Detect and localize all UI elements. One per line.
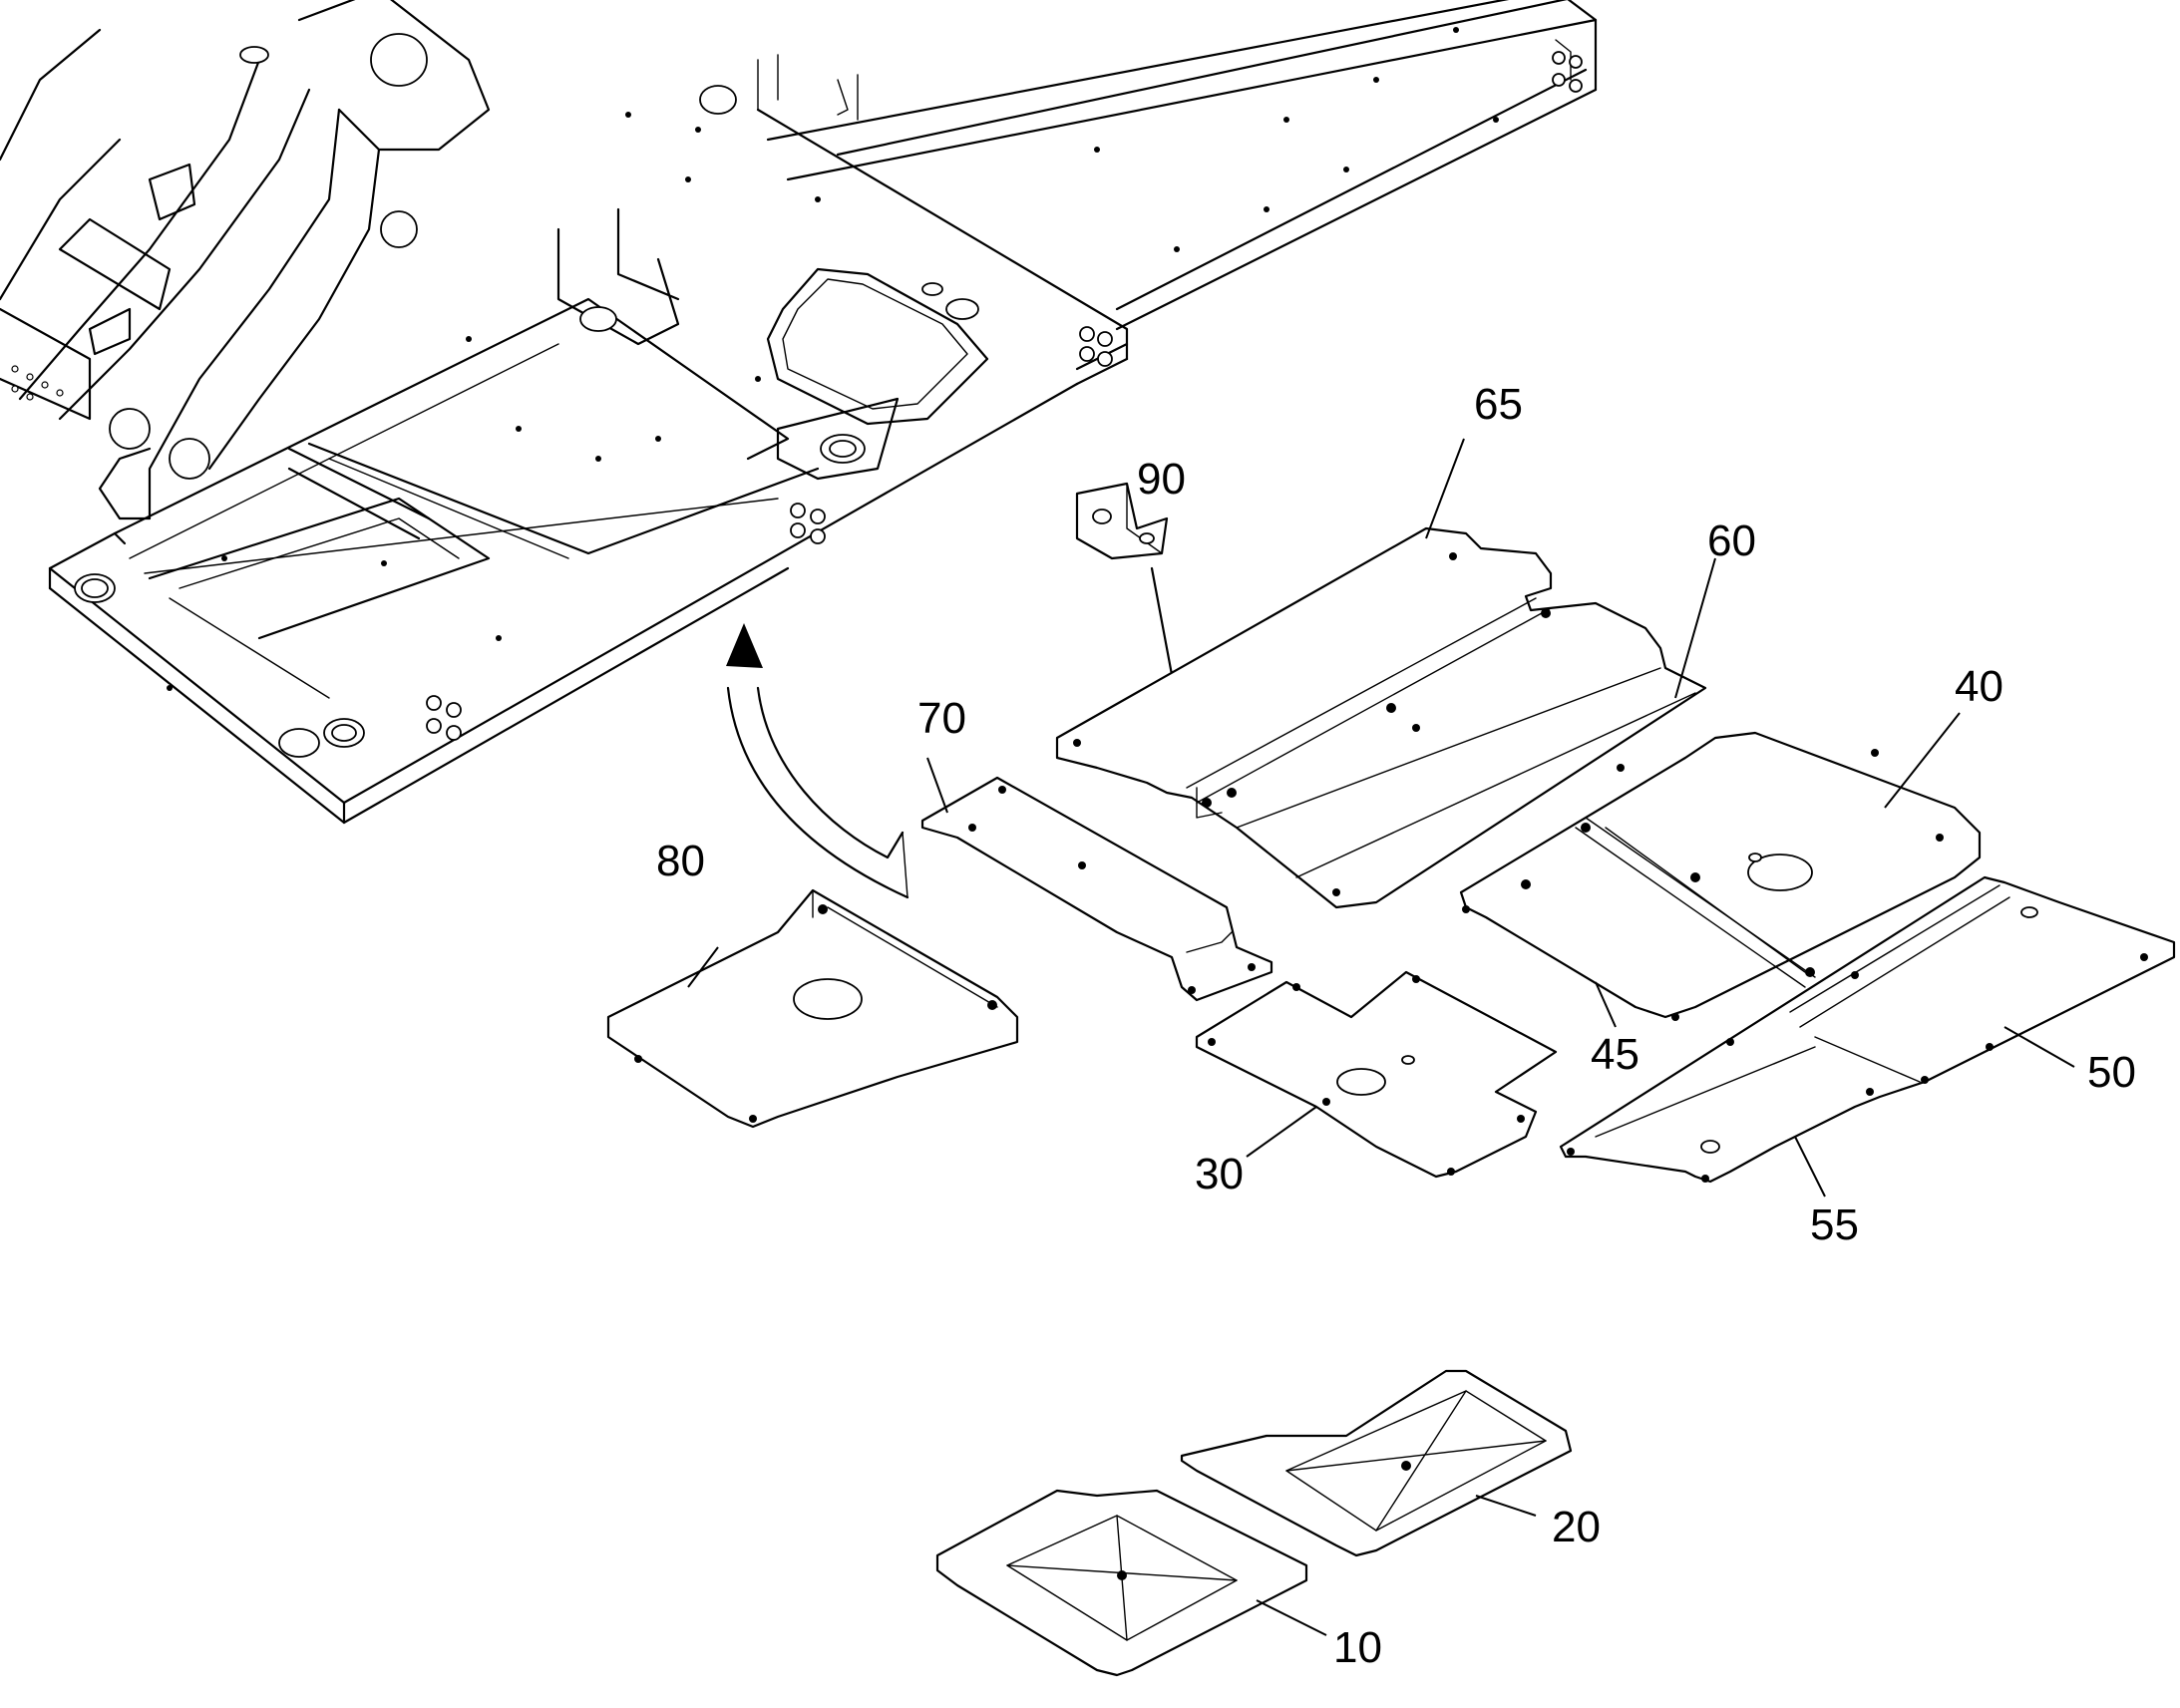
callout-45: 45 [1591,1030,1639,1079]
callout-30: 30 [1195,1150,1244,1198]
callout-20: 20 [1552,1503,1601,1551]
callout-70: 70 [917,694,966,743]
leader-lines [687,438,2075,1636]
callout-90: 90 [1137,455,1186,504]
callout-65: 65 [1474,380,1523,429]
upper-frame-assembly [0,0,1598,825]
callout-80: 80 [656,837,705,885]
part-50-55-plate [1559,875,2176,1184]
callout-50: 50 [2087,1048,2136,1097]
callout-10: 10 [1333,1623,1382,1672]
curved-arrow-icon [726,623,909,899]
part-65-60-channel-plate [1055,526,1707,909]
part-20-floor-mat [1180,1369,1573,1557]
part-90-bracket [1075,482,1169,560]
part-30-plate [1195,970,1558,1179]
part-80-plate [606,888,1019,1129]
callout-40: 40 [1955,662,2003,711]
part-10-floor-mat [935,1489,1308,1677]
part-40-45-plate [1459,731,1982,1021]
callout-55: 55 [1810,1200,1859,1249]
callout-60: 60 [1707,516,1756,565]
part-70-plate [920,776,1273,1002]
callout-labels: 65 90 60 40 70 80 45 50 30 55 20 10 [656,380,2136,1672]
